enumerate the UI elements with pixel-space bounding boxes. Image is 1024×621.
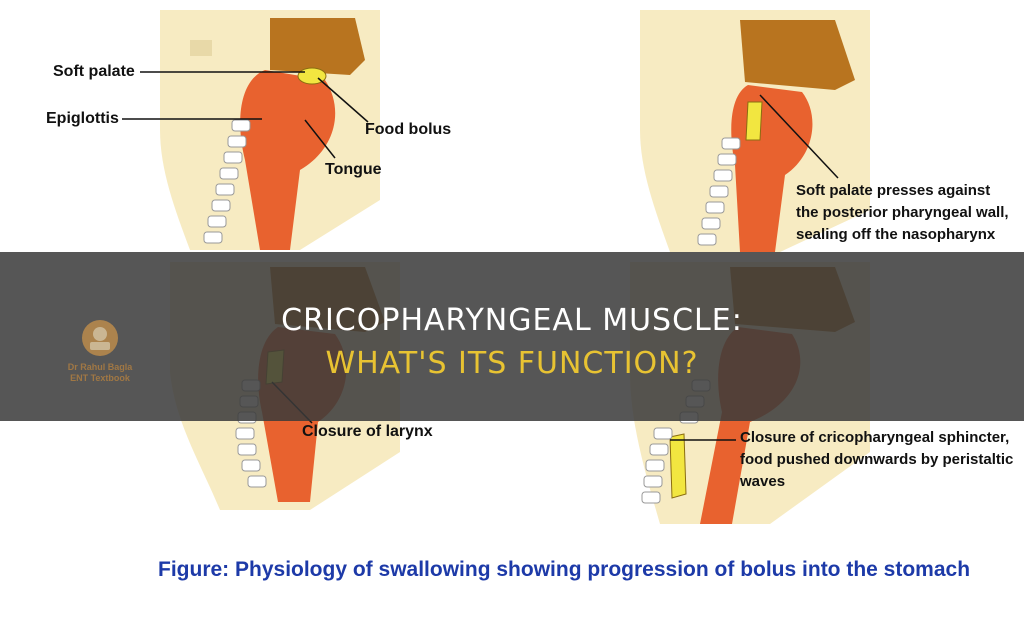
banner-title-line-1: CRICOPHARYNGEAL MUSCLE: xyxy=(0,303,1024,338)
callout-line: Soft palate presses against xyxy=(796,180,1009,202)
label-tongue: Tongue xyxy=(325,160,382,180)
watermark-line: Dr Rahul Bagla xyxy=(60,362,140,373)
watermark: Dr Rahul Bagla ENT Textbook xyxy=(60,318,140,384)
callout-line: the posterior pharyngeal wall, xyxy=(796,202,1009,224)
watermark-line: ENT Textbook xyxy=(60,373,140,384)
callout-panel-2: Soft palate presses against the posterio… xyxy=(796,180,1009,245)
figure-caption: Figure: Physiology of swallowing showing… xyxy=(158,558,970,582)
callout-line: waves xyxy=(740,471,1013,493)
watermark-logo-icon xyxy=(80,318,120,358)
callout-line: Closure of cricopharyngeal sphincter, xyxy=(740,427,1013,449)
banner-title-line-2: WHAT'S ITS FUNCTION? xyxy=(0,346,1024,381)
label-food-bolus: Food bolus xyxy=(365,120,451,140)
callout-panel-4: Closure of cricopharyngeal sphincter, fo… xyxy=(740,427,1013,492)
callout-line: food pushed downwards by peristaltic xyxy=(740,449,1013,471)
label-epiglottis: Epiglottis xyxy=(46,109,119,129)
label-closure-larynx: Closure of larynx xyxy=(302,422,433,442)
label-soft-palate: Soft palate xyxy=(53,62,135,82)
callout-line: sealing off the nasopharynx xyxy=(796,224,1009,246)
